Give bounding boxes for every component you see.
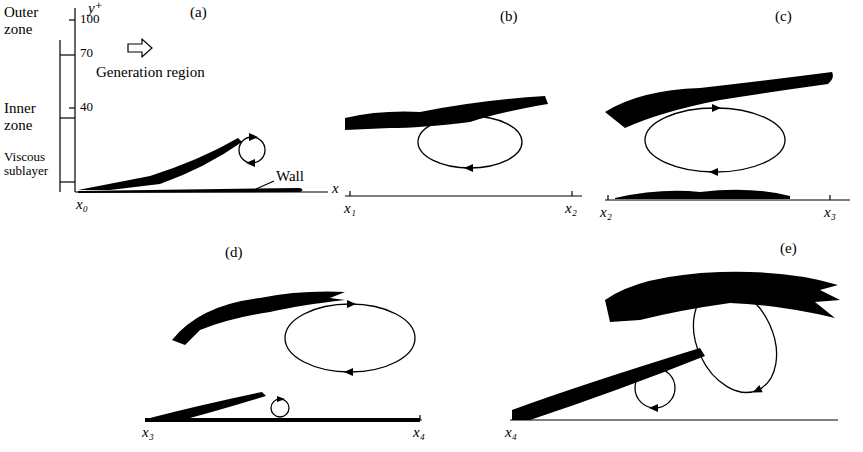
axis-label: x (332, 180, 339, 197)
axis-label: x₀ (76, 196, 88, 213)
axis-label: x₁ (344, 200, 356, 217)
zone-label: Outer zone (4, 4, 56, 37)
panel-label: (a) (190, 4, 207, 21)
panel-label: (e) (780, 240, 797, 257)
arrowhead (649, 404, 658, 412)
wall-streak (145, 418, 420, 422)
dye-streaks (78, 72, 840, 422)
axis-label: x₄ (413, 424, 425, 441)
tick (349, 191, 350, 196)
breaking-streak (605, 272, 840, 322)
vortex (635, 368, 675, 408)
arrowhead (707, 284, 719, 295)
wall-streak (615, 190, 790, 199)
tick-label: 70 (80, 46, 93, 60)
lifted-streak (512, 348, 705, 420)
y-axis (74, 8, 75, 192)
lifted-streak (345, 96, 548, 130)
tick (69, 107, 75, 108)
zone-divider (60, 117, 75, 118)
axis-label: x₂ (600, 204, 612, 221)
panel-label: (c) (775, 8, 792, 25)
vortex (645, 108, 785, 172)
vortex (239, 137, 265, 163)
arrowhead (277, 396, 285, 402)
flow-arrow (128, 39, 152, 57)
axis-label: x₂ (565, 200, 577, 217)
vortex (285, 304, 415, 372)
tick (607, 195, 608, 200)
zone-divider (60, 181, 75, 182)
tick (69, 19, 75, 20)
zone-bracket (59, 40, 60, 192)
vortex (677, 274, 792, 406)
arrowhead (712, 104, 721, 112)
vortex (271, 399, 289, 417)
arrowhead (464, 164, 473, 172)
region-label: Generation region (96, 64, 205, 81)
axis-label: x₄ (505, 424, 517, 441)
arrowhead (246, 159, 255, 167)
arrowhead (751, 385, 763, 396)
arrowhead (347, 300, 356, 308)
arrowhead (249, 133, 258, 141)
leader-line (256, 181, 274, 189)
vortices (239, 108, 794, 417)
tick-label: 40 (80, 100, 93, 114)
vortex (418, 116, 522, 168)
x-axis (605, 199, 850, 200)
arrowhead (709, 168, 718, 176)
axes (60, 8, 850, 420)
tick-label: 100 (80, 12, 100, 26)
panel-label: (d) (225, 244, 243, 261)
arrowheads (246, 104, 721, 412)
wall-streak (78, 188, 303, 193)
x-axis (345, 195, 582, 196)
tick (571, 191, 572, 196)
lifted-streak (605, 72, 833, 128)
axis-label: x₃ (824, 204, 836, 221)
arrowhead (467, 112, 476, 120)
breaking-streak (172, 292, 345, 345)
axis-label: x₃ (142, 424, 154, 441)
lifted-streak (78, 138, 242, 190)
tick (829, 195, 830, 200)
zone-label: Inner zone (4, 100, 54, 133)
arrowhead (344, 368, 353, 376)
tick (60, 54, 75, 55)
x-axis (510, 419, 838, 420)
lifted-streak (150, 392, 266, 418)
vortex-group (676, 270, 795, 409)
wall-label: Wall (276, 168, 304, 185)
arrowhead (652, 364, 661, 372)
zone-label: Viscous sublayer (4, 150, 58, 179)
panel-label: (b) (500, 8, 518, 25)
